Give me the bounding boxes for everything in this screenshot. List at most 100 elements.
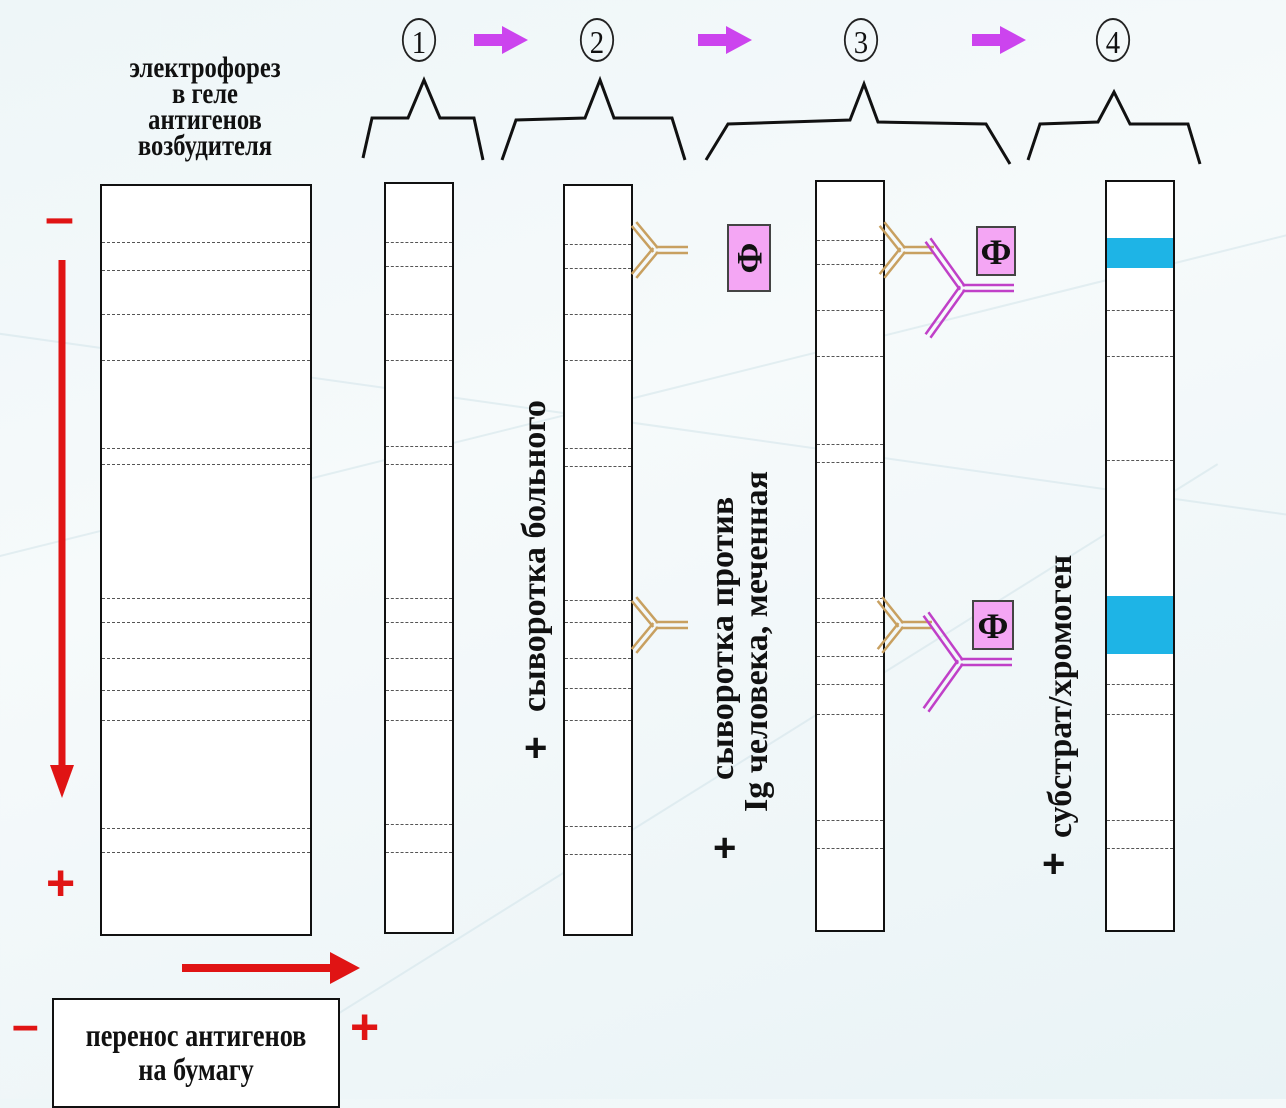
- transfer-arrow-head: [330, 952, 360, 984]
- step-arrow-2-3: [698, 26, 752, 54]
- antigen-band: [1107, 848, 1173, 849]
- paper-strip-2: [563, 184, 633, 936]
- antigen-band: [102, 658, 310, 659]
- antigen-band: [817, 444, 883, 445]
- labeled-anti-ig-antibody: [924, 237, 1014, 339]
- labeled-anti-ig-antibody: [922, 611, 1012, 713]
- patient-antibody: [878, 221, 934, 279]
- antigen-band: [817, 310, 883, 311]
- step-brace-2: [500, 75, 687, 161]
- step-brace-3: [704, 79, 1012, 165]
- antigen-band: [1107, 310, 1173, 311]
- antigen-band: [102, 314, 310, 315]
- transfer-plus-sign: +: [350, 999, 380, 1055]
- step-number-1: 1: [401, 18, 437, 62]
- minus-pole-sign: –: [45, 189, 74, 247]
- paper-strip-4: [1105, 180, 1175, 932]
- patient-antibody: [630, 221, 688, 279]
- step-brace-4: [1026, 88, 1202, 165]
- antigen-band: [565, 600, 631, 601]
- antigen-band: [386, 446, 452, 447]
- antigen-band: [565, 314, 631, 315]
- antigen-band: [817, 264, 883, 265]
- antigen-band: [817, 848, 883, 849]
- antigen-band: [817, 462, 883, 463]
- bound-fluor-label-top: Ф: [976, 226, 1016, 276]
- antigen-band: [102, 464, 310, 465]
- antigen-band: [565, 466, 631, 467]
- antigen-band: [386, 658, 452, 659]
- antigen-band: [817, 356, 883, 357]
- plus-pole-sign: +: [46, 855, 76, 911]
- step-number-2: 2: [579, 18, 615, 62]
- bound-fluor-label-bottom: Ф: [972, 600, 1014, 650]
- antigen-band: [386, 690, 452, 691]
- paper-strip-1: [384, 182, 454, 934]
- gel-strip: [100, 184, 312, 936]
- antigen-band: [102, 828, 310, 829]
- antigen-band: [386, 598, 452, 599]
- antigen-band: [565, 244, 631, 245]
- antigen-band: [386, 242, 452, 243]
- patient-antibody: [876, 596, 932, 654]
- title-line: возбудителя: [137, 129, 273, 162]
- transfer-minus-sign: –: [12, 999, 39, 1052]
- antigen-band: [386, 824, 452, 825]
- antigen-band: [386, 622, 452, 623]
- antigen-band: [386, 720, 452, 721]
- antigen-band: [565, 268, 631, 269]
- antigen-band: [386, 360, 452, 361]
- antigen-band: [1107, 714, 1173, 715]
- antigen-band: [565, 826, 631, 827]
- antigen-band: [817, 820, 883, 821]
- antigen-band: [817, 622, 883, 623]
- step3-plus-sign: +: [713, 826, 737, 870]
- step-arrow-1-2: [474, 26, 528, 54]
- detected-antigen-band: [1107, 596, 1173, 654]
- antigen-band: [565, 622, 631, 623]
- antigen-band: [565, 688, 631, 689]
- step-number-4: 4: [1095, 18, 1131, 62]
- antigen-band: [817, 598, 883, 599]
- antigen-band: [565, 658, 631, 659]
- antigen-band: [102, 690, 310, 691]
- paper-strip-3: [815, 180, 885, 932]
- antigen-band: [1107, 684, 1173, 685]
- antigen-band: [1107, 356, 1173, 357]
- antigen-band: [102, 242, 310, 243]
- antigen-band: [102, 598, 310, 599]
- detected-antigen-band: [1107, 238, 1173, 268]
- antigen-band: [386, 464, 452, 465]
- antigen-band: [386, 266, 452, 267]
- title-line: электрофорез: [129, 51, 281, 84]
- patient-antibody: [630, 596, 688, 654]
- antigen-band: [565, 448, 631, 449]
- transfer-line: перенос антигенов: [85, 1017, 307, 1053]
- step-brace-1: [361, 76, 485, 161]
- free-fluor-label: Ф: [727, 224, 771, 292]
- antigen-band: [817, 714, 883, 715]
- antigen-band: [817, 656, 883, 657]
- antigen-band: [386, 314, 452, 315]
- antigen-band: [102, 360, 310, 361]
- antigen-band: [1107, 820, 1173, 821]
- antigen-band: [565, 360, 631, 361]
- transfer-line: на бумагу: [138, 1051, 254, 1087]
- step-arrow-3-4: [972, 26, 1026, 54]
- antigen-band: [102, 270, 310, 271]
- migration-arrow-head: [50, 765, 74, 798]
- antigen-band: [565, 854, 631, 855]
- title-line: в геле: [172, 77, 238, 110]
- antigen-band: [386, 852, 452, 853]
- title-line: антигенов: [148, 103, 262, 136]
- antigen-band: [102, 622, 310, 623]
- antigen-band: [817, 684, 883, 685]
- antigen-band: [102, 448, 310, 449]
- step-number-3: 3: [843, 18, 879, 62]
- antigen-band: [565, 720, 631, 721]
- antigen-band: [1107, 460, 1173, 461]
- antigen-band: [102, 720, 310, 721]
- step4-plus-sign: +: [1042, 842, 1066, 886]
